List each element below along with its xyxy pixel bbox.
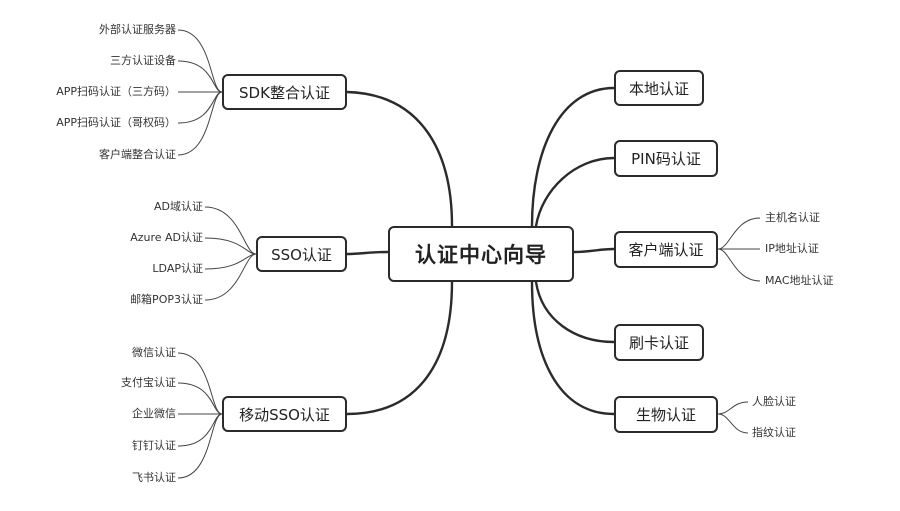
link-sso-4 — [204, 253, 257, 301]
link-center-card — [534, 280, 616, 344]
center-node[interactable]: 认证中心向导 — [388, 226, 574, 282]
link-mobile-5 — [177, 413, 223, 479]
link-center-mobile — [345, 280, 454, 416]
pin-label: PIN码认证 — [631, 150, 701, 168]
sdk-leaf[interactable]: 客户端整合认证 — [99, 148, 176, 161]
client-leaf[interactable]: 主机名认证 — [765, 211, 820, 224]
sdk-node[interactable]: SDK整合认证 — [222, 74, 347, 110]
link-center-sso — [345, 250, 390, 256]
mobile-sso-node[interactable]: 移动SSO认证 — [222, 396, 347, 432]
link-center-local — [530, 86, 616, 228]
sso-leaf[interactable]: LDAP认证 — [152, 262, 203, 275]
sdk-leaf[interactable]: 外部认证服务器 — [99, 23, 176, 36]
card-node[interactable]: 刷卡认证 — [614, 324, 704, 361]
bio-label: 生物认证 — [635, 406, 696, 424]
local-node[interactable]: 本地认证 — [614, 70, 704, 106]
mobile-sso-leaf[interactable]: 飞书认证 — [132, 471, 176, 484]
mobile-sso-leaf[interactable]: 微信认证 — [132, 346, 176, 359]
client-node[interactable]: 客户端认证 — [614, 231, 718, 268]
client-leaf[interactable]: MAC地址认证 — [765, 274, 834, 287]
mobile-sso-label: 移动SSO认证 — [239, 405, 330, 424]
link-sso-1 — [204, 206, 257, 255]
sso-node[interactable]: SSO认证 — [256, 236, 347, 272]
link-client-3 — [717, 248, 761, 282]
bio-leaf[interactable]: 人脸认证 — [752, 395, 796, 408]
sso-label: SSO认证 — [271, 245, 332, 264]
bio-leaf[interactable]: 指纹认证 — [752, 426, 796, 439]
link-sdk-4 — [177, 91, 223, 124]
mobile-sso-leaf[interactable]: 支付宝认证 — [121, 376, 176, 389]
sso-leaf[interactable]: 邮箱POP3认证 — [130, 293, 203, 306]
sdk-leaf[interactable]: APP扫码认证（三方码） — [56, 85, 176, 98]
sso-leaf[interactable]: AD域认证 — [154, 200, 203, 213]
local-label: 本地认证 — [628, 79, 689, 98]
sso-leaf[interactable]: Azure AD认证 — [130, 231, 203, 244]
sdk-leaf[interactable]: APP扫码认证（哥权码） — [56, 116, 176, 129]
center-label: 认证中心向导 — [415, 243, 547, 267]
client-label: 客户端认证 — [628, 241, 704, 259]
card-label: 刷卡认证 — [628, 334, 689, 352]
link-center-pin — [534, 156, 616, 228]
pin-node[interactable]: PIN码认证 — [614, 140, 718, 177]
link-mobile-4 — [177, 413, 223, 447]
link-client-1 — [717, 217, 761, 250]
link-sso-2 — [204, 237, 257, 255]
link-sdk-2 — [177, 60, 223, 93]
link-bio-1 — [717, 401, 749, 415]
link-center-bio — [530, 280, 616, 416]
link-mobile-2 — [177, 382, 223, 415]
client-leaf[interactable]: IP地址认证 — [765, 242, 819, 255]
mobile-sso-leaf[interactable]: 企业微信 — [132, 407, 176, 420]
bio-node[interactable]: 生物认证 — [614, 396, 718, 433]
link-center-sdk — [345, 90, 454, 228]
link-center-client — [572, 247, 616, 254]
sdk-label: SDK整合认证 — [239, 83, 330, 102]
link-sdk-5 — [177, 91, 223, 156]
mobile-sso-leaf[interactable]: 钉钉认证 — [132, 439, 176, 452]
link-bio-2 — [717, 413, 749, 434]
link-sso-3 — [204, 253, 257, 270]
sdk-leaf[interactable]: 三方认证设备 — [110, 54, 176, 67]
